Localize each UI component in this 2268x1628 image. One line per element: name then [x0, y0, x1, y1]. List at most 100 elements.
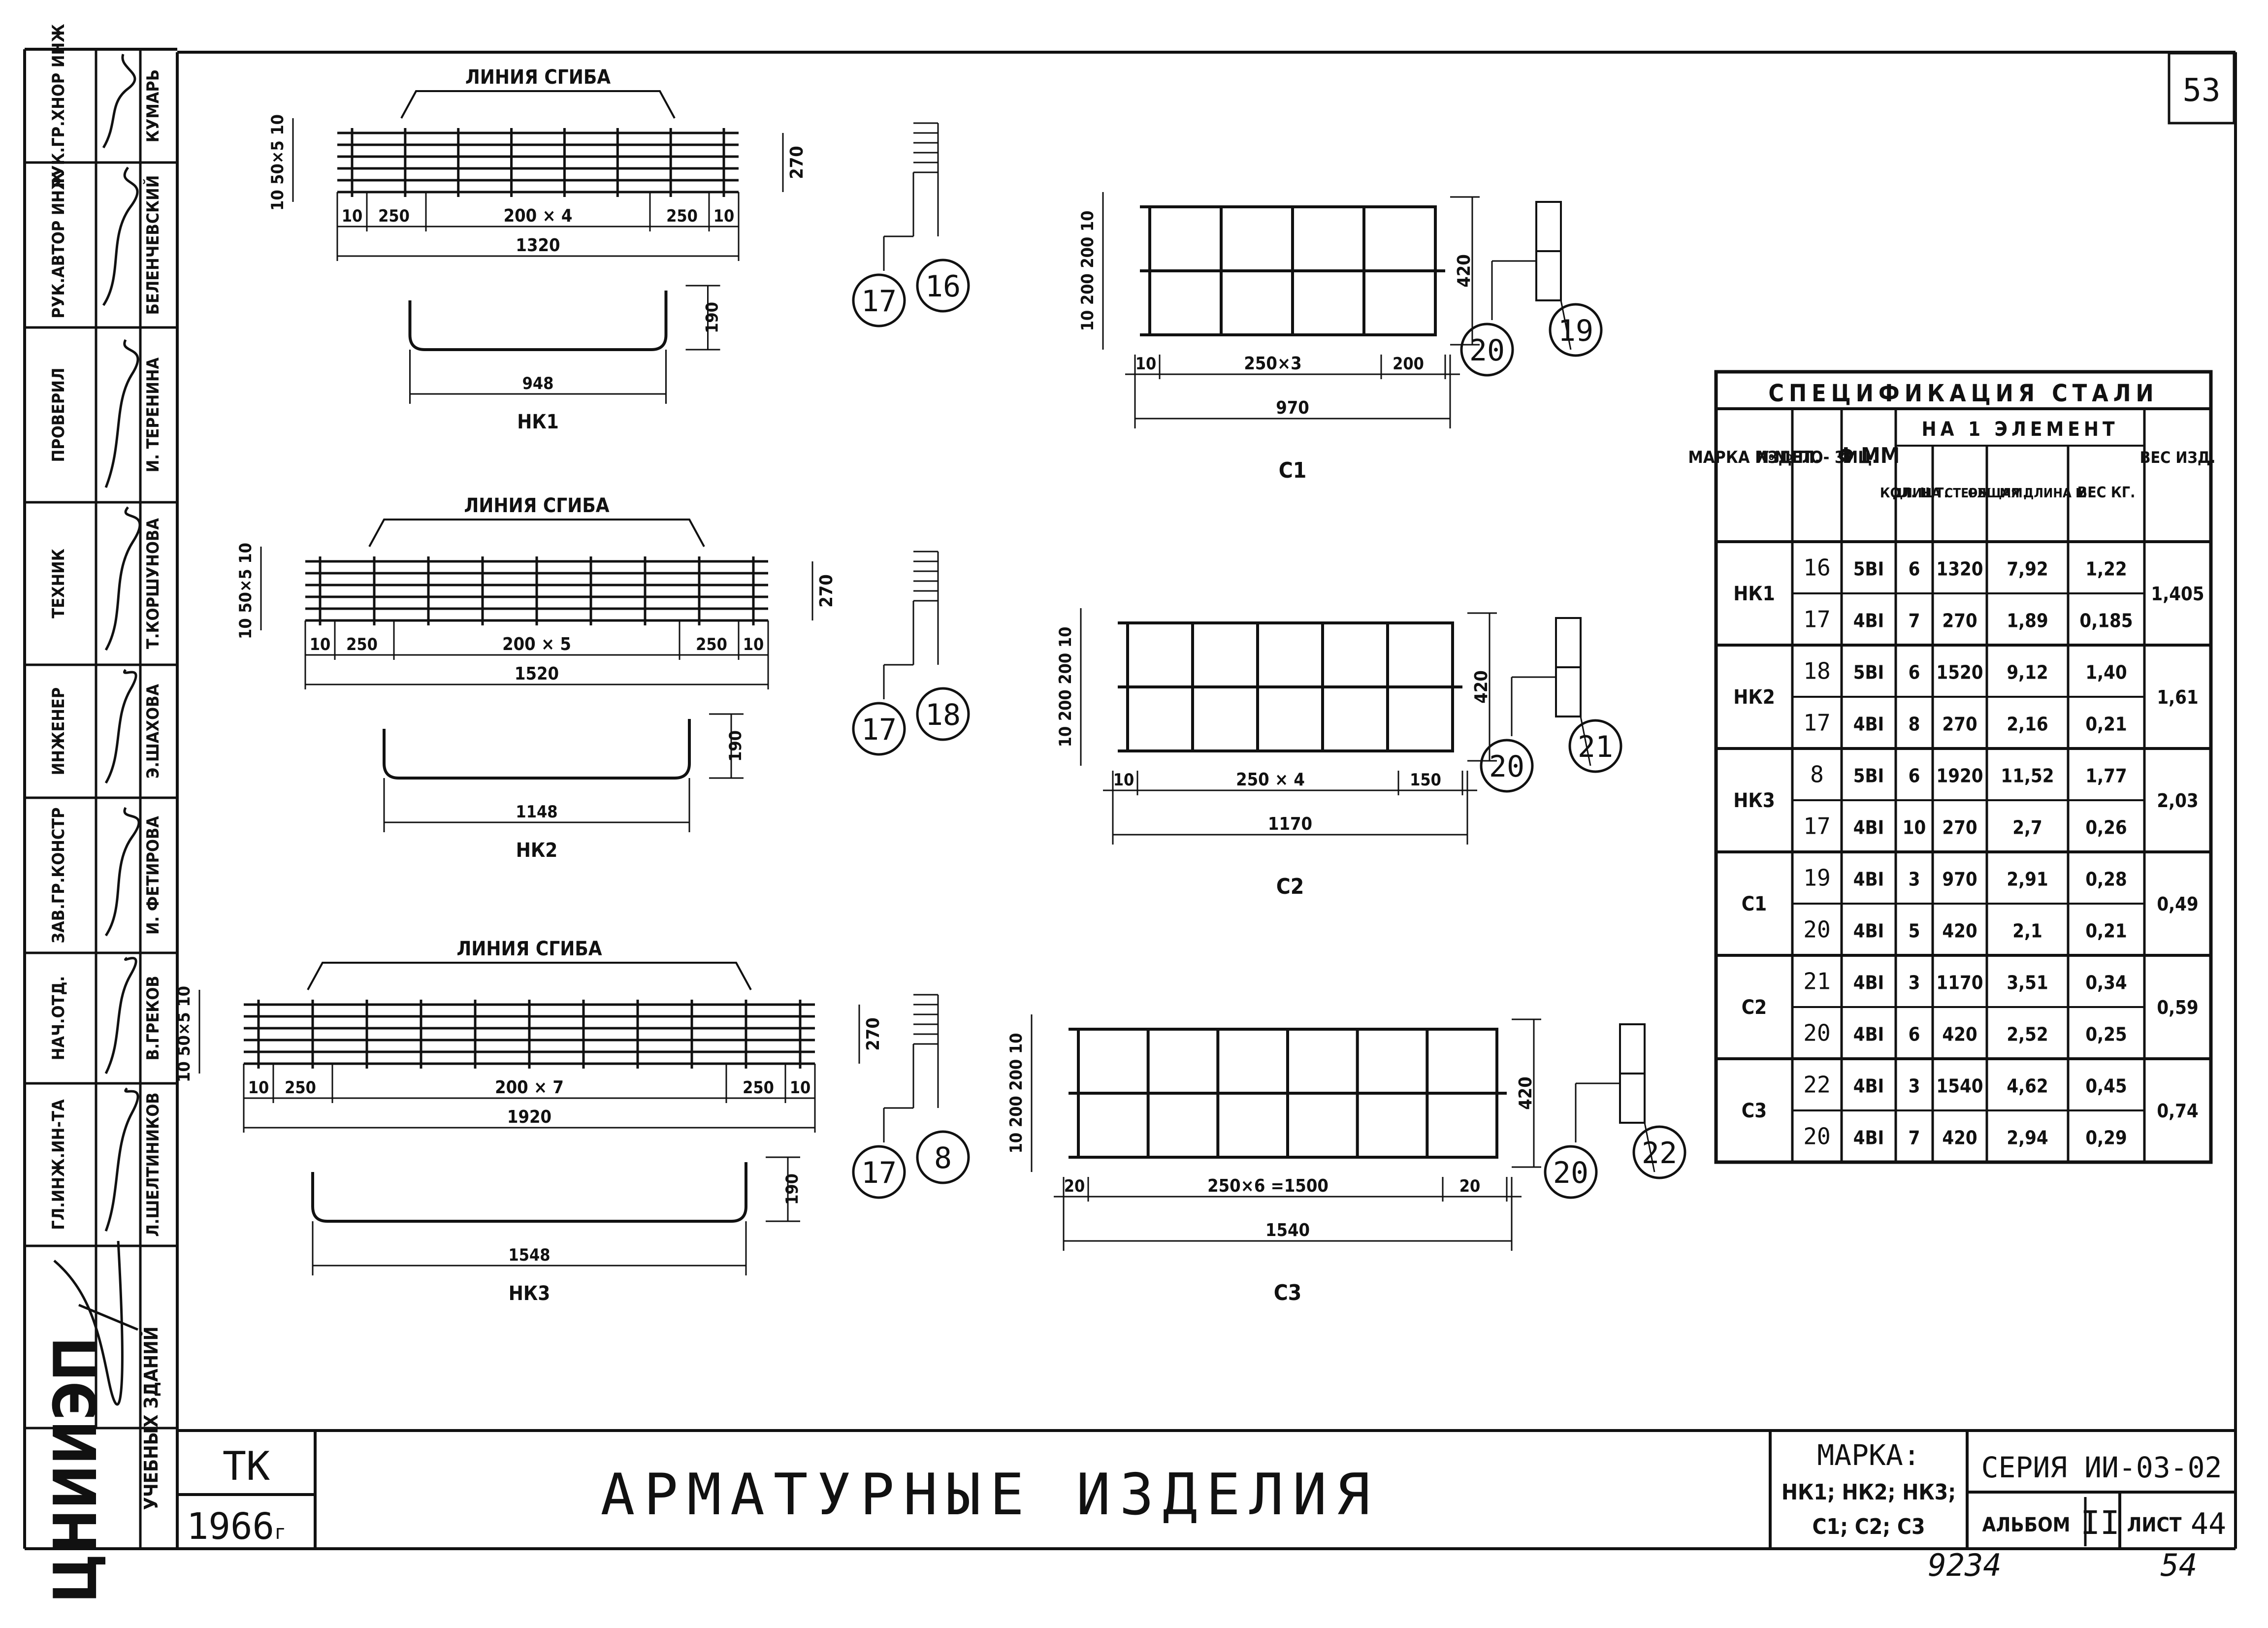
header-mark: МАРКА ИЗДЕЛ. [1688, 448, 1820, 467]
position-callout: 18 [916, 687, 970, 741]
dim-total-length: 970 [1276, 398, 1309, 418]
spec-length-cell: 1520 [1936, 662, 1983, 684]
spec-item-weight-cell: 0,49 [2157, 893, 2198, 915]
spec-weight-cell: 0,29 [2085, 1127, 2127, 1149]
dim-total-length: 1920 [507, 1107, 551, 1127]
spec-item-weight-cell: 1,61 [2157, 686, 2198, 708]
dim-middle: 250 × 4 [1236, 770, 1305, 790]
spec-quantity-cell: 3 [1909, 972, 1920, 994]
position-callout: 20 [1544, 1145, 1598, 1199]
stamp-role: ГЛ.ИНЖ.ИН-ТА [49, 1099, 68, 1230]
sheet-frame [23, 48, 2237, 1550]
spec-table-frame [1714, 370, 2213, 1164]
mesh-height-dimension: 420 [1516, 1076, 1536, 1110]
position-callout-number: 19 [1558, 314, 1593, 348]
footer-mark-right: 54 [2161, 1547, 2198, 1583]
position-callout-ring [852, 1145, 906, 1199]
spec-weight-cell: 0,26 [2085, 817, 2127, 839]
dim-end-right: 150 [1410, 770, 1441, 790]
dim-end-right: 20 [1459, 1176, 1481, 1196]
spec-quantity-cell: 7 [1909, 610, 1920, 632]
spec-weight-cell: 0,185 [2079, 610, 2133, 632]
page-number-box: 53 [2168, 52, 2236, 125]
item-mark: НК2 [516, 839, 558, 862]
dim-end-right: 10 [743, 635, 764, 654]
spec-mark-cell: НК3 [1733, 789, 1775, 812]
stamp-name: В.ГРЕКОВ [143, 976, 163, 1060]
item-mark: С3 [1274, 1280, 1302, 1305]
bent-mesh-profile [408, 291, 668, 351]
position-callout-ring [852, 702, 906, 756]
stamp-name: И. ТЕРЕНИНА [143, 357, 163, 472]
spec-quantity-cell: 10 [1903, 817, 1926, 839]
spec-total-length-cell: 9,12 [2007, 662, 2048, 684]
item-mark: НК1 [517, 411, 559, 433]
mesh-left-dimension: 10 50×5 10 [236, 543, 256, 639]
position-callout-number: 8 [934, 1141, 952, 1175]
spec-position-cell: 20 [1803, 1123, 1830, 1150]
spec-position-cell: 16 [1803, 554, 1830, 581]
position-callout-number: 18 [925, 698, 961, 732]
header-total-length: ОБЩАЯ ДЛИНА М [1968, 486, 2087, 501]
dim-end-left: 10 [248, 1078, 269, 1098]
dim-edge-right: 250 [743, 1078, 774, 1098]
spec-diameter-cell: 5ВI [1853, 558, 1884, 580]
title-year-suffix: г [274, 1521, 286, 1544]
item-mark: НК3 [509, 1282, 551, 1305]
position-callout-ring [1549, 303, 1603, 357]
spec-diameter-cell: 4ВI [1853, 869, 1884, 890]
header-quantity: КОЛ. ШТ. [1880, 485, 1948, 501]
spec-total-length-cell: 2,52 [2007, 1024, 2048, 1045]
header-per-element: НА 1 ЭЛЕМЕНТ [1921, 418, 2118, 441]
spec-length-cell: 1320 [1936, 558, 1983, 580]
stamp-role: РУК.АВТОР ИНЖ [49, 171, 68, 318]
spec-length-cell: 420 [1942, 1024, 1977, 1045]
spec-weight-cell: 0,21 [2085, 714, 2127, 735]
header-diameter: Φ ММ [1838, 443, 1900, 468]
mesh-right-dimension: 270 [787, 146, 807, 179]
spec-length-cell: 270 [1942, 714, 1977, 735]
spec-weight-cell: 1,40 [2085, 662, 2127, 684]
spec-diameter-cell: 4ВI [1853, 972, 1884, 994]
spec-weight-cell: 0,28 [2085, 869, 2127, 890]
position-callout-number: 17 [861, 284, 897, 319]
bent-mesh-profile [311, 1162, 747, 1223]
spec-position-cell: 20 [1803, 1020, 1830, 1046]
item-mark: С2 [1276, 874, 1304, 899]
dim-end-right: 200 [1393, 354, 1424, 374]
sheet-label: ЛИСТ [2127, 1514, 2182, 1536]
title-year: 1966г [187, 1505, 286, 1548]
album-label: АЛЬБОМ [1982, 1514, 2071, 1536]
spec-total-length-cell: 3,51 [2007, 972, 2048, 994]
dim-middle: 200 × 5 [502, 634, 571, 654]
spec-mark-cell: НК2 [1733, 686, 1775, 709]
title-code: ТК [223, 1443, 270, 1489]
spec-position-cell: 8 [1810, 761, 1824, 788]
spec-position-cell: 20 [1803, 916, 1830, 943]
header-position: №№ ПО- ЗИЦ. [1756, 448, 1878, 467]
position-callout-ring [1480, 739, 1534, 793]
spec-length-cell: 420 [1942, 1127, 1977, 1149]
spec-diameter-cell: 4ВI [1853, 817, 1884, 839]
bend-line-bracket [368, 519, 705, 547]
item-mark: С1 [1279, 458, 1307, 483]
spec-diameter-cell: 4ВI [1853, 1024, 1884, 1045]
mesh-height-dimension: 420 [1454, 254, 1474, 288]
position-callout-ring [1568, 719, 1622, 773]
position-callout-number: 17 [861, 1156, 897, 1190]
position-callout: 8 [916, 1130, 970, 1184]
bent-mesh-profile [383, 719, 691, 780]
dim-end-right: 10 [713, 206, 735, 226]
bent-length-dimension: 948 [522, 374, 554, 393]
series: СЕРИЯ ИИ-03-02 [1981, 1451, 2222, 1484]
dim-end-right: 10 [790, 1078, 811, 1098]
mesh-right-dimension: 270 [816, 574, 837, 608]
spec-quantity-cell: 3 [1909, 869, 1920, 890]
spec-weight-cell: 1,22 [2085, 558, 2127, 580]
title-block: ТК 1966г АРМАТУРНЫЕ ИЗДЕЛИЯ МАРКА: НК1; … [177, 1429, 2236, 1549]
